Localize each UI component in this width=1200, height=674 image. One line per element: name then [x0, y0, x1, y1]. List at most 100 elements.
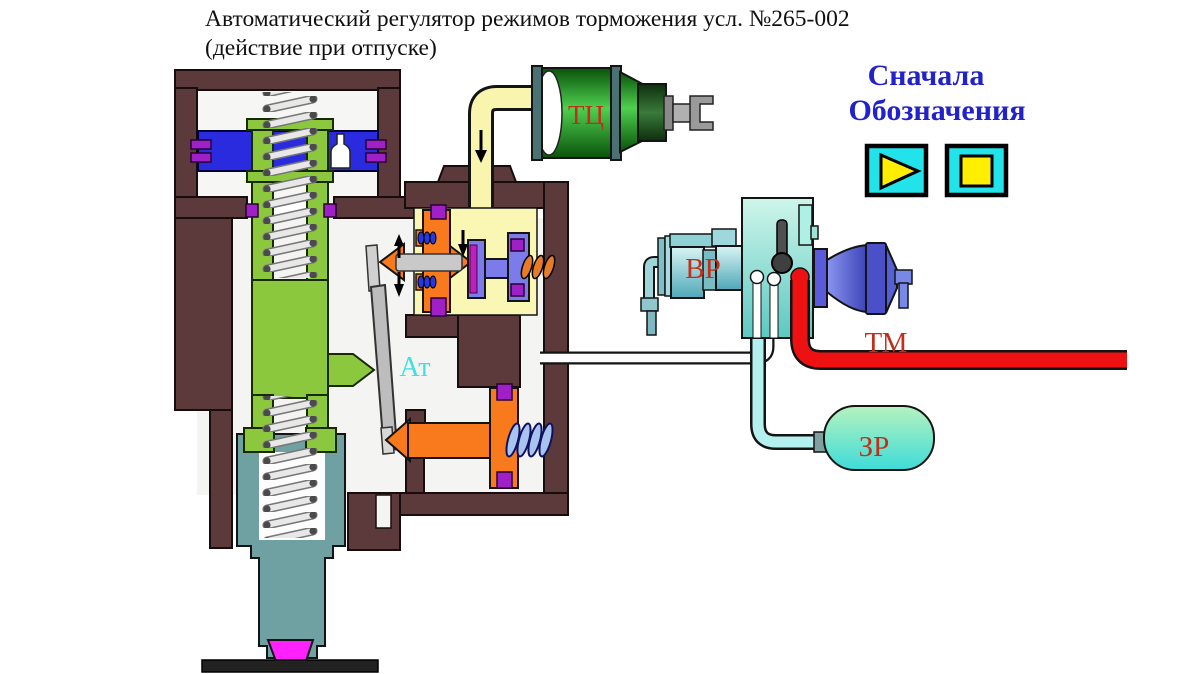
chamber-arrow-down-head [458, 244, 468, 257]
regulating-spring-upper [262, 92, 318, 278]
vr-body2 [715, 245, 743, 291]
lower-valve [384, 383, 554, 489]
violet-valve-stem [484, 258, 511, 279]
tc-pipe-fill [471, 88, 536, 208]
coil [542, 254, 556, 280]
vr-channel-2 [769, 280, 779, 339]
support-bar [201, 659, 379, 673]
reserve-reservoir-tank [823, 405, 935, 471]
vr-side-panel [798, 204, 813, 246]
stop-button[interactable] [944, 143, 1009, 198]
coil [429, 231, 437, 245]
coil [417, 231, 425, 245]
nav-link-first[interactable]: Сначала [868, 59, 985, 92]
lower-valve-spring [505, 422, 554, 458]
coil [417, 275, 425, 289]
flow-arrow-head [475, 150, 487, 163]
diaphragm-seals [190, 139, 387, 163]
seal [190, 152, 212, 163]
tc-clevis-fork [689, 95, 714, 131]
label-reserve-reservoir: ЗР [859, 431, 890, 463]
motion-arrow-up-head [394, 234, 404, 246]
upper-valve [378, 204, 556, 317]
upper-valve-seal-bottom [430, 297, 447, 317]
atmosphere-slot [375, 494, 392, 529]
coil [429, 275, 437, 289]
white-pipe [540, 338, 773, 363]
coil [423, 231, 431, 245]
vr-pin-ball [771, 252, 793, 274]
vr-funnel [813, 242, 913, 315]
page-title-line1: Автоматический регулятор режимов торможе… [205, 6, 850, 32]
mini-spring-blue [417, 231, 437, 289]
shelf-seal-left [245, 203, 259, 218]
vr-elbow-foot [640, 297, 659, 312]
regulator-body [174, 69, 569, 673]
coil [423, 275, 431, 289]
vr-collar [669, 233, 716, 248]
label-atmosphere: Ат [399, 352, 430, 383]
housing-shelf-right [333, 196, 415, 219]
valve-bottle-cutout [330, 133, 351, 169]
guide-seal-top [510, 238, 525, 252]
vr-port-2 [766, 271, 782, 287]
seal [190, 139, 212, 150]
nav-link-legend[interactable]: Обозначения [848, 94, 1025, 127]
housing-bottom-left-block [347, 492, 401, 551]
shelf-seal-right [323, 203, 337, 218]
vr-port-1 [749, 269, 765, 285]
vr-channel-1 [752, 279, 762, 339]
funnel-pin [898, 282, 909, 309]
tc-gland [637, 83, 667, 142]
funnel-flange [813, 248, 828, 308]
valve-spring-orange [520, 254, 556, 280]
vr-body [670, 246, 705, 299]
motion-arrow-down-head [394, 284, 404, 297]
stem-arrow-lug [327, 353, 376, 387]
tc-pipe [468, 85, 536, 208]
funnel-taper [885, 244, 898, 314]
seal [365, 152, 387, 163]
lower-valve-seal-top [496, 383, 513, 401]
vr-elbow [645, 258, 660, 300]
housing-left-column-lower [209, 409, 233, 549]
housing-right-wall [543, 181, 569, 516]
lever [365, 244, 399, 455]
piston-stem-solid [251, 279, 329, 399]
housing-top-wall [174, 69, 401, 91]
tm-pipe [792, 280, 1127, 368]
regulating-spring-lower [262, 396, 318, 538]
valve-push-rod [395, 253, 463, 272]
lower-valve-arm [407, 422, 493, 459]
housing-central-mass [457, 314, 521, 388]
pipes [540, 338, 827, 453]
funnel-band [865, 242, 887, 315]
coil [531, 254, 545, 280]
vr-side-tab [810, 225, 819, 240]
tc-rod [672, 103, 692, 123]
brake-main-pipe [790, 267, 1127, 370]
play-button[interactable] [864, 143, 929, 198]
stop-icon [959, 154, 994, 188]
violet-valve-seat [469, 244, 478, 294]
tc-ring [663, 95, 674, 131]
tc-flange-left [531, 65, 543, 161]
housing-mid-bar [405, 314, 461, 338]
coil [520, 254, 534, 280]
vr-flange-a [657, 237, 666, 296]
upper-valve-seal-top [430, 204, 447, 220]
page-title-line2: (действие при отпуске) [205, 35, 437, 61]
seal [365, 139, 387, 150]
housing-left-column [174, 217, 233, 411]
play-icon [879, 152, 922, 191]
lever-pin [365, 244, 381, 292]
housing [174, 69, 569, 551]
zr-pipe [752, 338, 820, 448]
vr-cap [711, 228, 737, 247]
brake-cylinder [531, 65, 714, 161]
funnel-nozzle [894, 269, 913, 285]
label-air-distributor: ВР [685, 253, 720, 285]
lower-valve-seal-bottom [496, 471, 513, 489]
housing-shelf-left [174, 196, 248, 219]
